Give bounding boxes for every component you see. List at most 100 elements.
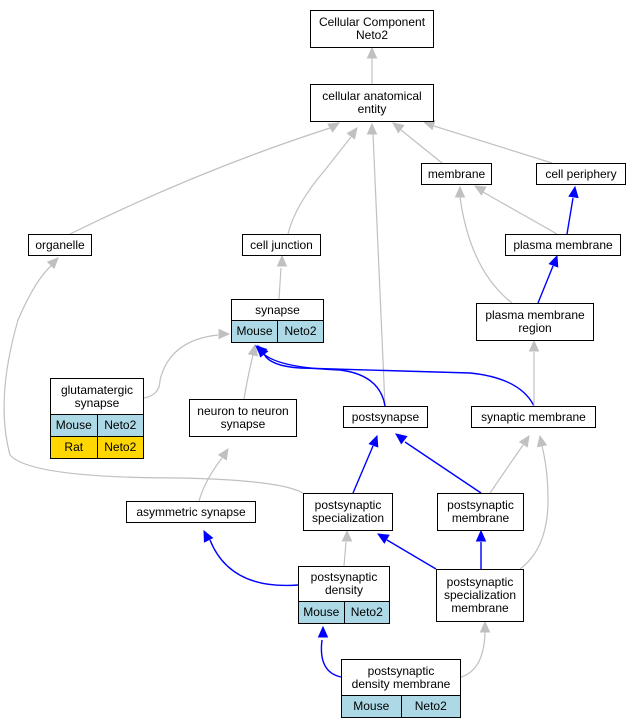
- edge-is-a-cellper-to-cae: [433, 125, 553, 164]
- gene-cell: Neto2: [400, 696, 460, 717]
- node-postsynaptic-specialization[interactable]: postsynaptic specialization: [303, 493, 393, 531]
- arrowhead-asymsyn-to-n2nsyn: [217, 447, 229, 461]
- node-label: asymmetric synapse: [136, 504, 246, 519]
- arrowhead-psmem-to-postsyn: [395, 433, 408, 445]
- node-label: postsynapse: [351, 409, 420, 424]
- edge-part-of-psd-to-asymsyn: [209, 539, 299, 587]
- arrowhead-glutsyn-to-synapse: [218, 328, 231, 340]
- node-postsynaptic-specialization-membrane[interactable]: postsynaptic specialization membrane: [436, 569, 524, 622]
- node-asymmetric-synapse[interactable]: asymmetric synapse: [126, 501, 256, 523]
- edge-part-of-plasmamem-to-cellper: [566, 197, 574, 235]
- edge-is-a-postsyn-to-cae: [372, 133, 386, 407]
- edge-is-a-psd-to-pss: [343, 541, 347, 567]
- edge-is-a-plasmamem-to-membrane: [482, 191, 558, 235]
- edge-is-a-synapse-to-celljunc: [278, 267, 282, 300]
- arrowhead-synmem-to-pmregion: [528, 339, 540, 352]
- node-postsynaptic-membrane[interactable]: postsynaptic membrane: [437, 493, 524, 531]
- node-membrane[interactable]: membrane: [421, 163, 492, 185]
- edge-part-of-pmregion-to-plasmamem: [537, 265, 554, 304]
- arrowhead-pss-to-organelle: [46, 257, 59, 270]
- edge-is-a-n2nsyn-to-synapse: [243, 354, 254, 400]
- species-cell: Mouse: [342, 696, 401, 717]
- edge-is-a-pmregion-to-membrane: [459, 196, 513, 304]
- annotation-row-mouse: Mouse Neto2: [342, 695, 460, 717]
- edge-part-of-pssm-to-pss: [386, 539, 437, 570]
- node-plasma-membrane[interactable]: plasma membrane: [505, 234, 621, 256]
- edge-part-of-psmem-to-postsyn: [404, 441, 482, 494]
- edge-is-a-psdm-to-pssm: [460, 631, 486, 678]
- node-label: organelle: [35, 237, 85, 252]
- node-label: cell junction: [250, 237, 313, 252]
- species-cell: Mouse: [232, 321, 277, 342]
- node-label: synapse: [255, 302, 300, 317]
- edge-part-of-postsyn-to-synapse: [264, 354, 386, 407]
- edge-part-of-pss-to-postsyn: [352, 445, 374, 494]
- edge-part-of-synmem-to-synapse: [263, 353, 535, 407]
- node-label: postsynaptic specialization: [311, 498, 385, 525]
- gene-cell: Neto2: [343, 602, 389, 623]
- node-postsynapse[interactable]: postsynapse: [343, 406, 428, 428]
- node-label: synaptic membrane: [481, 409, 586, 424]
- node-plasma-membrane-region[interactable]: plasma membrane region: [476, 303, 594, 341]
- edge-is-a-celljunc-to-cae: [287, 136, 352, 235]
- annotation-row-mouse: Mouse Neto2: [232, 320, 323, 342]
- edge-is-a-pssm-to-synmem: [519, 445, 549, 570]
- node-synapse[interactable]: synapse Mouse Neto2: [231, 299, 324, 343]
- node-glutamatergic-synapse[interactable]: glutamatergic synapse Mouse Neto2 Rat Ne…: [50, 378, 144, 459]
- arrowhead-psdm-to-psd: [317, 625, 329, 638]
- annotation-row-mouse: Mouse Neto2: [299, 601, 389, 623]
- node-label: plasma membrane: [513, 237, 613, 252]
- arrowhead-pssm-to-synmem: [536, 434, 548, 448]
- edge-is-a-organelle-to-cae: [69, 127, 331, 235]
- arrowhead-membrane-to-cae: [392, 122, 405, 134]
- arrowhead-n2nsyn-to-synapse: [247, 343, 259, 357]
- node-label: postsynaptic membrane: [447, 498, 514, 525]
- node-label: membrane: [427, 166, 486, 181]
- arrowhead-pss-to-postsyn: [368, 434, 379, 448]
- arrowhead-cae-to-root: [366, 46, 378, 59]
- gene-cell: Neto2: [277, 321, 323, 342]
- arrowhead-cellper-to-cae: [422, 120, 436, 131]
- node-cellular-anatomical-entity[interactable]: cellular anatomical entity: [310, 84, 434, 122]
- node-cellular-component-neto2[interactable]: Cellular Component Neto2: [310, 10, 434, 48]
- node-organelle[interactable]: organelle: [28, 234, 92, 256]
- node-postsynaptic-density[interactable]: postsynaptic density Mouse Neto2: [298, 566, 390, 624]
- edge-part-of-psdm-to-psd: [320, 639, 342, 678]
- arrowhead-synmem-to-synapse: [257, 345, 269, 358]
- node-postsynaptic-density-membrane[interactable]: postsynaptic density membrane Mouse Neto…: [341, 659, 461, 718]
- species-cell: Rat: [51, 437, 97, 458]
- arrowhead-pssm-to-psmem: [475, 529, 487, 542]
- arrowhead-psdm-to-pssm: [479, 620, 491, 633]
- arrowhead-plasmamem-to-membrane: [473, 185, 487, 196]
- node-neuron-to-neuron-synapse[interactable]: neuron to neuron synapse: [189, 399, 297, 437]
- arrowhead-plasmamem-to-cellper: [568, 185, 579, 199]
- node-label: postsynaptic density: [310, 570, 378, 597]
- edge-is-a-pss-to-organelle: [3, 264, 304, 494]
- arrowhead-postsyn-to-cae: [366, 122, 378, 135]
- arrowhead-psmem-to-synmem: [518, 434, 530, 448]
- edge-is-a-glutsyn-to-synapse: [143, 334, 219, 399]
- node-label: postsynaptic density membrane: [351, 663, 451, 691]
- gene-cell: Neto2: [96, 415, 143, 436]
- node-synaptic-membrane[interactable]: synaptic membrane: [471, 406, 596, 428]
- node-cell-periphery[interactable]: cell periphery: [536, 163, 626, 185]
- node-cell-junction[interactable]: cell junction: [242, 234, 321, 256]
- arrowhead-celljunc-to-cae: [346, 127, 358, 140]
- node-label: cell periphery: [545, 166, 617, 181]
- node-label: cellular anatomical entity: [322, 89, 422, 116]
- gene-cell: Neto2: [96, 437, 143, 458]
- arrowhead-pssm-to-pss: [376, 533, 390, 544]
- annotation-row-mouse: Mouse Neto2: [51, 414, 143, 436]
- arrowhead-psd-to-pss: [341, 529, 353, 542]
- edge-is-a-membrane-to-cae: [400, 129, 443, 164]
- arrowhead-pmregion-to-membrane: [454, 185, 466, 198]
- arrowhead-synapse-to-celljunc: [276, 254, 288, 267]
- node-label: glutamatergic synapse: [60, 382, 134, 410]
- arrowhead-psd-to-asymsyn: [203, 529, 214, 543]
- arrowhead-pmregion-to-plasmamem: [548, 254, 559, 268]
- edge-is-a-asymsyn-to-n2nsyn: [198, 457, 223, 502]
- species-cell: Mouse: [51, 415, 97, 436]
- edge-is-a-psmem-to-synmem: [489, 444, 524, 494]
